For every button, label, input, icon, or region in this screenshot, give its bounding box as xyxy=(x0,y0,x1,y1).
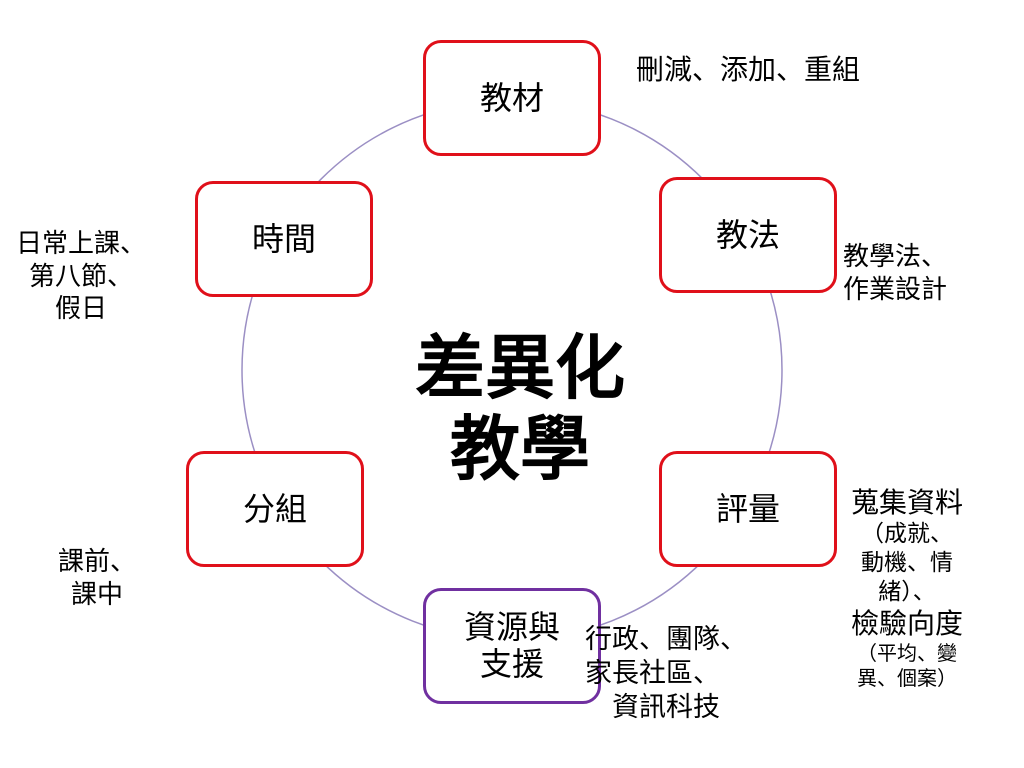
node-resources-line-2: 支援 xyxy=(479,645,544,683)
note-materials: 刪減、添加、重組 xyxy=(636,53,861,86)
center-title-line-1: 差異化 xyxy=(415,326,625,409)
center-title-line-2: 教學 xyxy=(450,406,590,490)
note-assessment-line-6: （平均、變 xyxy=(857,641,957,666)
note-time-line-2: 第八節、 xyxy=(29,261,134,292)
note-methods-line-2: 作業設計 xyxy=(843,274,948,305)
note-assessment: 蒐集資料 （成就、 動機、情 緒）、 檢驗向度 （平均、變 異、個案） xyxy=(832,485,982,691)
note-assessment-line-5: 檢驗向度 xyxy=(850,607,963,641)
node-grouping: 分組 xyxy=(186,451,364,567)
note-time: 日常上課、 第八節、 假日 xyxy=(16,228,146,326)
note-time-line-3: 假日 xyxy=(55,294,108,324)
note-grouping-line-1: 課前、 xyxy=(58,547,137,577)
node-materials: 教材 xyxy=(423,40,601,156)
note-resources-line-1: 行政、團隊、 xyxy=(585,624,747,655)
node-resources-line-1: 資源與 xyxy=(463,608,560,647)
note-assessment-line-2: （成就、 xyxy=(861,521,953,547)
note-assessment-line-4: 緒）、 xyxy=(878,578,936,605)
note-assessment-line-1: 蒐集資料 xyxy=(850,486,963,519)
note-resources-line-3: 資訊科技 xyxy=(612,691,720,723)
note-assessment-line-3: 動機、情 xyxy=(861,549,953,576)
note-time-line-1: 日常上課、 xyxy=(16,229,147,259)
node-time: 時間 xyxy=(195,181,373,297)
note-resources-line-2: 家長社區、 xyxy=(585,657,720,689)
node-methods: 教法 xyxy=(659,177,837,293)
node-resources: 資源與 支援 xyxy=(423,588,601,704)
center-title: 差異化 教學 xyxy=(395,326,645,490)
node-assessment: 評量 xyxy=(659,451,837,567)
note-methods-line-1: 教學法、 xyxy=(843,242,948,272)
note-grouping: 課前、 課中 xyxy=(58,546,136,611)
note-resources: 行政、團隊、 家長社區、 資訊科技 xyxy=(585,623,747,724)
note-methods: 教學法、 作業設計 xyxy=(843,241,947,306)
note-assessment-line-7: 異、個案） xyxy=(857,666,957,691)
note-grouping-line-2: 課中 xyxy=(71,579,124,610)
